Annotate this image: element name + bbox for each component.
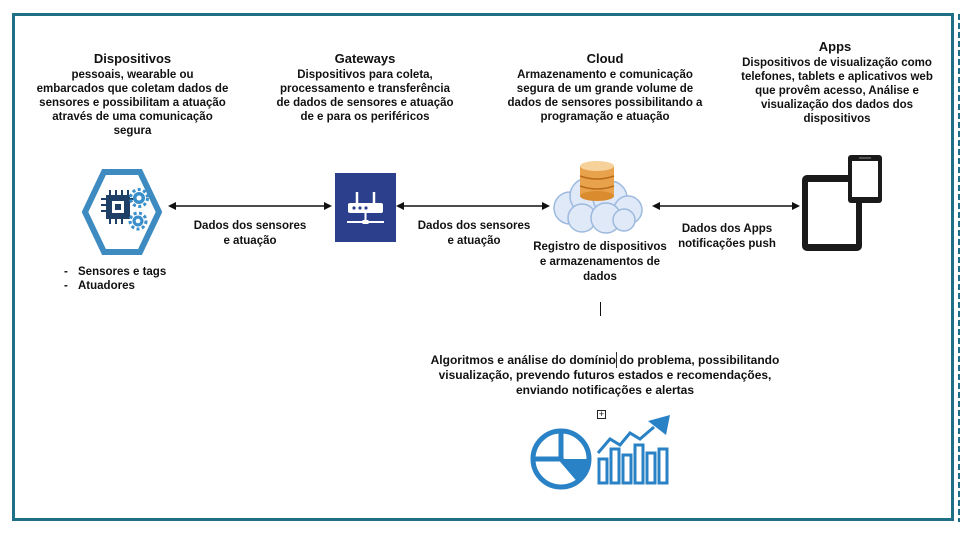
link-label-cloud-apps: Dados dos Apps notificações push xyxy=(678,223,776,250)
database-shape xyxy=(579,161,615,201)
tablet-phone-icon xyxy=(802,155,882,251)
link-label-devices-gateway: Dados dos sensores e atuação xyxy=(193,220,307,247)
chip-shape xyxy=(101,190,135,224)
phone-shape xyxy=(848,155,882,203)
analytics-description: Algoritmos e análise do domínio do probl… xyxy=(430,353,780,397)
text-cursor xyxy=(616,352,617,368)
pie-chart-icon xyxy=(530,428,592,490)
devices-title: Dispositivos xyxy=(93,51,172,66)
cloud-registry-label: Registro de dispositivos e armazenamento… xyxy=(533,241,667,283)
expand-toggle-icon[interactable]: + xyxy=(597,409,606,419)
cloud-database-icon xyxy=(553,161,643,234)
chip-gear-icon xyxy=(82,169,162,255)
devices-description: pessoais, wearable ou embarcados que col… xyxy=(36,69,229,137)
frame-dashed-edge xyxy=(958,14,960,522)
gateways-title: Gateways xyxy=(334,51,396,66)
cloud-analytics-connector xyxy=(600,302,601,316)
arrow-gateway-cloud xyxy=(396,202,550,210)
cloud-title: Cloud xyxy=(586,51,624,66)
router-icon xyxy=(335,173,396,242)
device-list: Sensores e tags Atuadores xyxy=(64,265,166,293)
list-item: Atuadores xyxy=(64,279,166,293)
gear-shape-upper xyxy=(129,188,149,208)
cloud-description: Armazenamento e comunicação segura de um… xyxy=(507,69,703,123)
apps-title: Apps xyxy=(818,39,852,54)
diagram-frame xyxy=(12,13,954,521)
apps-description: Dispositivos de visualização como telefo… xyxy=(741,57,933,125)
list-item: Sensores e tags xyxy=(64,265,166,279)
arrow-cloud-apps xyxy=(652,202,800,210)
gateways-description: Dispositivos para coleta, processamento … xyxy=(276,69,454,123)
arrow-devices-gateway xyxy=(168,202,332,210)
gear-shape-lower xyxy=(128,211,148,231)
link-label-gateway-cloud: Dados dos sensores e atuação xyxy=(417,220,531,247)
bar-chart-growth-icon xyxy=(596,415,670,485)
tablet-shape xyxy=(802,175,862,251)
